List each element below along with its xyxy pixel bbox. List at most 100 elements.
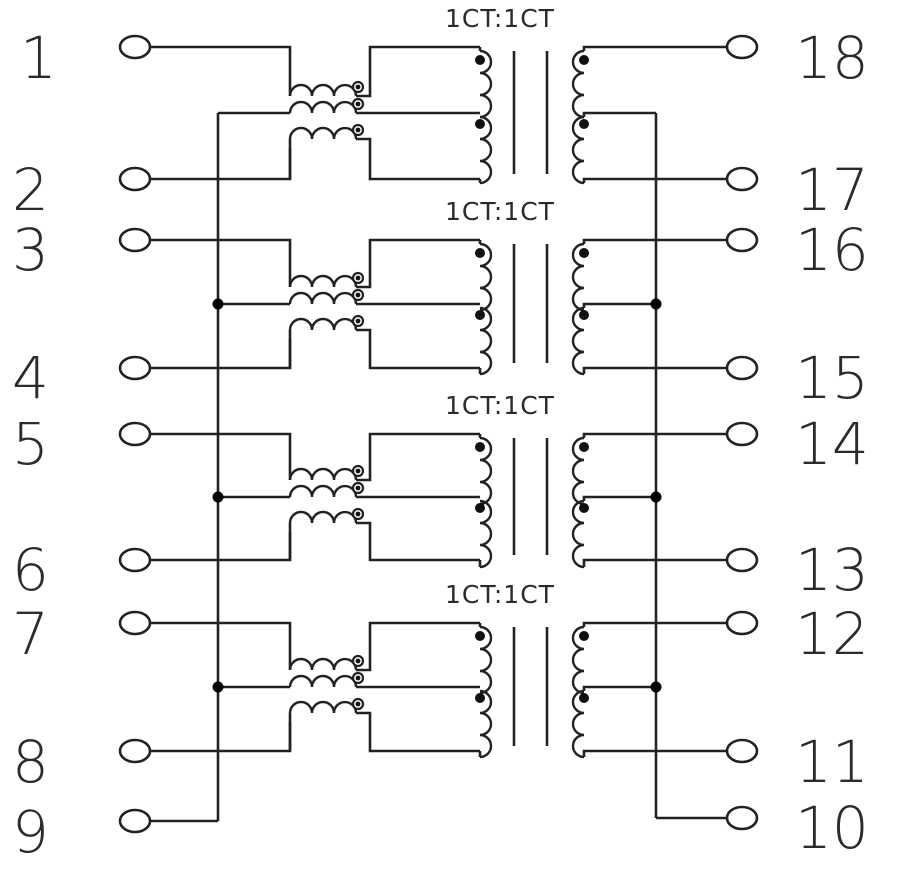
ch1-primary-winding-lower: [479, 115, 493, 185]
ch4-choke-dot-core-3: [355, 701, 361, 707]
pin-9-terminal: [118, 808, 152, 834]
pin-13-terminal: [725, 547, 759, 573]
ch3-secondary-dot-upper: [579, 442, 589, 452]
ch3-secondary-winding-lower: [571, 499, 585, 569]
ch2-right-junction: [650, 298, 662, 310]
ch3-choke-winding-bottom: [288, 510, 358, 524]
pin-2-label: 2: [12, 156, 49, 224]
components: [118, 34, 759, 834]
ch2-choke-dot-core-3: [355, 318, 361, 324]
ch2-choke-to-primary-bottom: [356, 328, 480, 370]
ch3-choke-dot-core-2: [355, 485, 361, 491]
ch1-secondary-dot-upper: [579, 55, 589, 65]
ch2-secondary-center-wire: [582, 302, 656, 308]
ch1-secondary-dot-lower: [579, 119, 589, 129]
pin-8-terminal: [118, 738, 152, 764]
ch1-secondary-bottom-wire: [582, 177, 728, 183]
ch4-secondary-bottom-wire: [582, 749, 728, 757]
pin-14-terminal: [725, 421, 759, 447]
pin-18-label: 18: [795, 24, 869, 92]
pin-3-label: 3: [12, 216, 49, 284]
pin-6-terminal: [118, 547, 152, 573]
pin-17-terminal: [725, 166, 759, 192]
ch3-choke-winding-mid: [288, 484, 358, 498]
ch2-primary-winding-lower: [479, 306, 493, 376]
ch4-right-junction: [650, 681, 662, 693]
ch2-secondary-dot-lower: [579, 310, 589, 320]
ch4-pin-top-wire: [148, 621, 292, 670]
ch4-primary-winding-lower: [479, 689, 493, 759]
pin-1-label: 1: [20, 24, 57, 92]
ch3-primary-winding-lower: [479, 499, 493, 569]
ch1-turns-ratio-label: 1CT:1CT: [445, 4, 555, 33]
ch3-right-junction: [650, 491, 662, 503]
ch4-choke-dot-core-1: [355, 658, 361, 664]
ch1-secondary-winding-upper: [571, 49, 585, 119]
ch3-primary-dot-upper: [475, 442, 485, 452]
ch3-secondary-bottom-wire: [582, 558, 728, 567]
ch4-secondary-winding-upper: [571, 625, 585, 695]
ch3-primary-dot-lower: [475, 503, 485, 513]
ch1-secondary-winding-lower: [571, 115, 585, 185]
ch4-choke-winding-mid: [288, 674, 358, 688]
ch3-secondary-top-wire: [582, 432, 728, 438]
pin-6-label: 6: [12, 536, 49, 604]
ch2-choke-dot-core-1: [355, 275, 361, 281]
ch4-secondary-top-wire: [582, 621, 728, 627]
pin-14-label: 14: [795, 410, 869, 478]
pin-16-label: 16: [795, 216, 869, 284]
ch1-choke-dot-core-2: [355, 101, 361, 107]
pin-12-label: 12: [795, 600, 869, 668]
pin-7-label: 7: [12, 600, 49, 668]
ch1-choke-to-primary-bottom: [356, 137, 480, 181]
ch2-choke-winding-mid: [288, 291, 358, 305]
pin-17-label: 17: [795, 156, 869, 224]
ch2-choke-winding-top: [288, 274, 358, 288]
ch3-choke-winding-top: [288, 467, 358, 481]
ch3-choke-dot-core-3: [355, 511, 361, 517]
ch3-pin-top-wire: [148, 432, 292, 480]
ch2-primary-dot-lower: [475, 310, 485, 320]
pin-16-terminal: [725, 227, 759, 253]
ch2-pin-top-wire: [148, 238, 292, 287]
ch3-secondary-center-wire: [582, 495, 656, 501]
ch4-secondary-dot-upper: [579, 631, 589, 641]
ch2-turns-ratio-label: 1CT:1CT: [445, 197, 555, 226]
pin-3-terminal: [118, 227, 152, 253]
ch4-choke-winding-top: [288, 657, 358, 671]
ch4-choke-to-primary-top: [356, 621, 480, 672]
ch2-choke-winding-bottom: [288, 317, 358, 331]
pin-1-terminal: [118, 34, 152, 60]
ch3-choke-dot-core-1: [355, 468, 361, 474]
pin-5-label: 5: [12, 410, 49, 478]
ch1-choke-winding-mid: [288, 100, 358, 114]
ch2-secondary-dot-upper: [579, 248, 589, 258]
ch4-left-junction: [212, 681, 224, 693]
pin-15-terminal: [725, 355, 759, 381]
pin-10-label: 10: [795, 794, 869, 862]
ch1-pin-top-wire: [148, 45, 292, 96]
wiring: [132, 45, 728, 823]
ch3-secondary-dot-lower: [579, 503, 589, 513]
pin-9-label: 9: [12, 798, 49, 866]
ch1-secondary-center-wire: [582, 111, 656, 117]
ch3-secondary-winding-upper: [571, 436, 585, 506]
ch2-secondary-winding-upper: [571, 242, 585, 312]
ch1-choke-winding-bottom: [288, 126, 358, 140]
pin-5-terminal: [118, 421, 152, 447]
ch4-choke-winding-bottom: [288, 700, 358, 714]
pin-10-terminal: [725, 805, 759, 831]
ch4-primary-dot-upper: [475, 631, 485, 641]
pin-4-terminal: [118, 355, 152, 381]
pin-11-terminal: [725, 738, 759, 764]
ch1-choke-to-primary-top: [356, 45, 480, 98]
pin-12-terminal: [725, 610, 759, 636]
ch3-choke-to-primary-bottom: [356, 521, 480, 562]
ch1-primary-winding-upper: [479, 49, 493, 119]
pin-18-terminal: [725, 34, 759, 60]
ch2-secondary-winding-lower: [571, 306, 585, 376]
ch2-secondary-bottom-wire: [582, 366, 728, 374]
ch3-left-junction: [212, 491, 224, 503]
ch3-choke-to-primary-top: [356, 432, 480, 482]
ch4-primary-winding-upper: [479, 625, 493, 695]
